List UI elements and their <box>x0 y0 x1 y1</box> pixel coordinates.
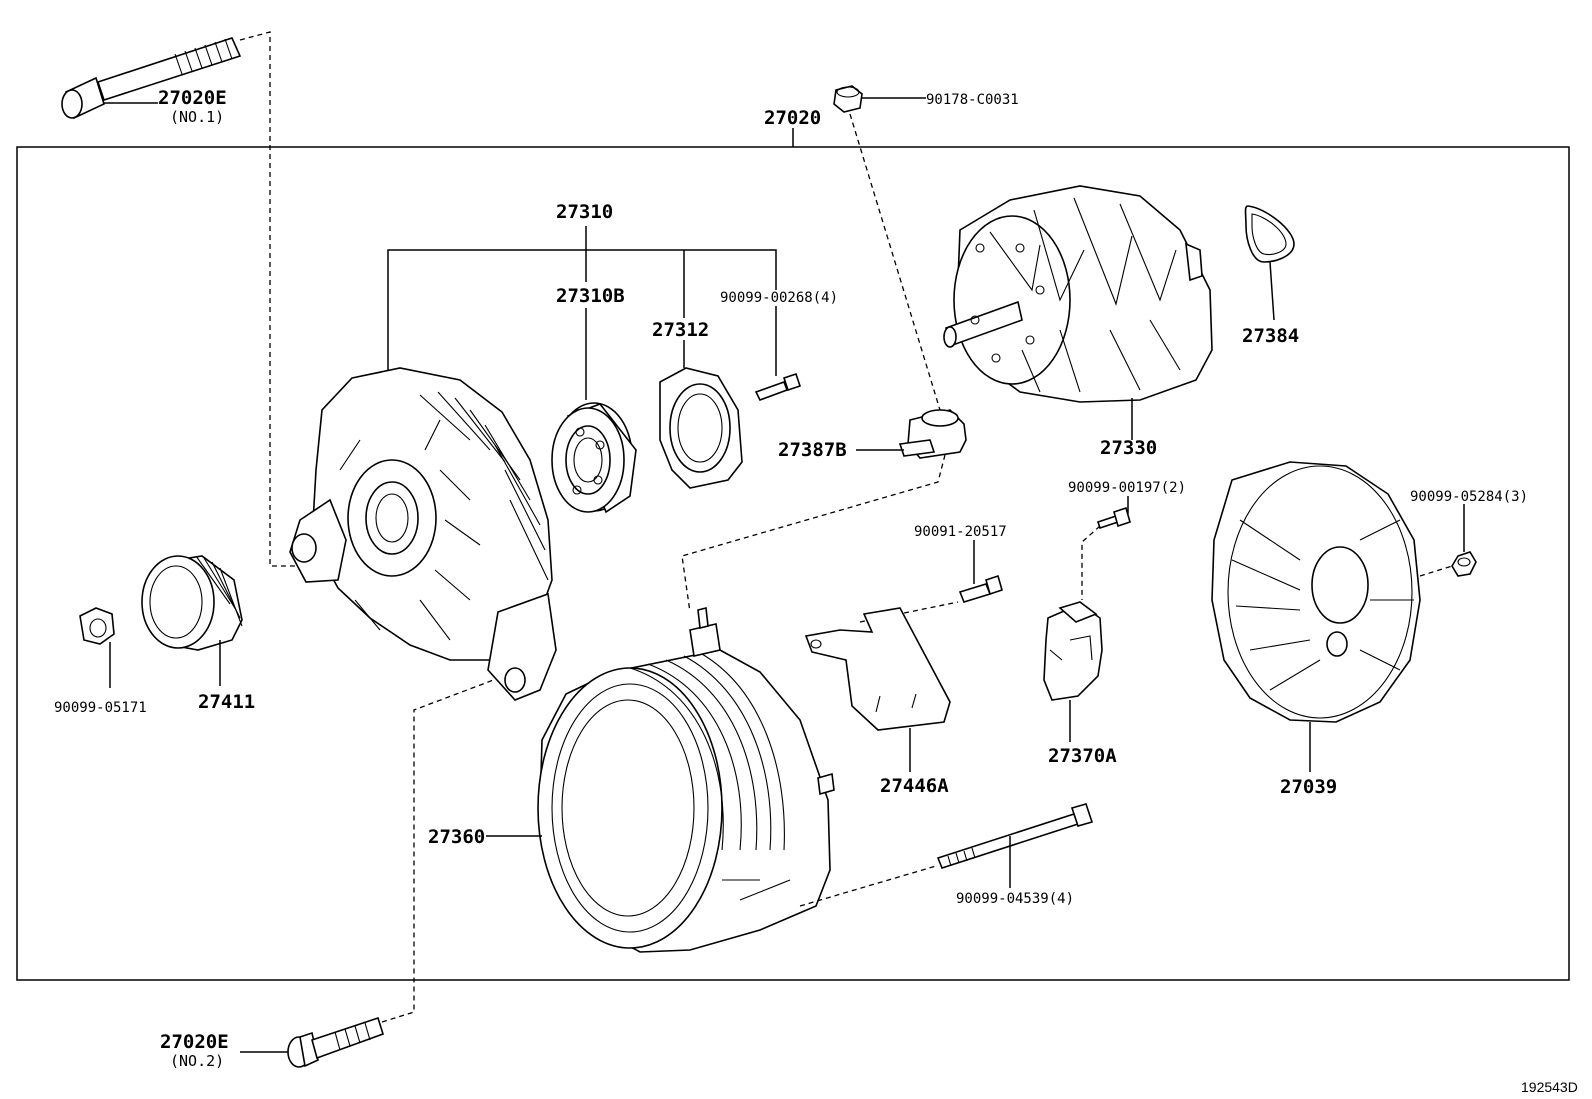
label-90099-00197: 90099-00197(2) <box>1068 480 1186 496</box>
label-27446a: 27446A <box>880 775 949 797</box>
label-27020e-no1-sub: (NO.1) <box>170 108 224 126</box>
terminal-27387b[interactable] <box>898 409 967 459</box>
screw-90091-20517[interactable] <box>958 574 1003 603</box>
label-27310: 27310 <box>556 201 613 223</box>
label-27020e-no2: 27020E <box>160 1031 229 1053</box>
bearing-27310b[interactable] <box>551 402 637 514</box>
nut-90099-05171[interactable] <box>79 607 115 645</box>
label-27020e-no1: 27020E <box>158 87 227 109</box>
label-27020e-no2-sub: (NO.2) <box>170 1052 224 1070</box>
label-27370a: 27370A <box>1048 745 1117 767</box>
label-27020: 27020 <box>764 107 821 129</box>
label-27387b: 27387B <box>778 439 847 461</box>
label-27039: 27039 <box>1280 776 1337 798</box>
nut-90099-05284[interactable] <box>1451 551 1477 577</box>
label-90091-20517: 90091-20517 <box>914 524 1007 540</box>
rotor-27330[interactable] <box>943 185 1213 403</box>
screw-90099-00197[interactable] <box>1096 506 1131 530</box>
pulley-27411[interactable] <box>141 555 243 651</box>
label-90099-00268: 90099-00268(4) <box>720 290 838 306</box>
drive-end-frame-27310[interactable] <box>289 367 557 701</box>
label-90178-c0031: 90178-C0031 <box>926 92 1019 108</box>
bolt-27020e-no1[interactable] <box>61 37 242 120</box>
label-90099-04539: 90099-04539(4) <box>956 891 1074 907</box>
bolt-27020e-no2[interactable] <box>287 1016 384 1068</box>
label-27312: 27312 <box>652 319 709 341</box>
label-27330: 27330 <box>1100 437 1157 459</box>
rear-end-frame-27039[interactable] <box>1211 461 1421 723</box>
diagram-code: 192543D <box>1521 1079 1578 1095</box>
ring-27384[interactable] <box>1244 205 1295 263</box>
label-27384: 27384 <box>1242 325 1299 347</box>
nut-90178-c0031[interactable] <box>833 85 863 113</box>
label-90099-05284: 90099-05284(3) <box>1410 489 1528 505</box>
stator-27360[interactable] <box>537 607 835 953</box>
through-bolt-90099-04539[interactable] <box>936 803 1094 869</box>
label-27360: 27360 <box>428 826 485 848</box>
label-90099-05171: 90099-05171 <box>54 700 147 716</box>
brush-holder-27370a[interactable] <box>1043 601 1103 701</box>
bracket-27446a[interactable] <box>804 607 951 731</box>
retainer-plate-27312[interactable] <box>659 367 743 489</box>
label-27310b: 27310B <box>556 285 625 307</box>
screw-90099-00268[interactable] <box>754 372 802 401</box>
label-27411: 27411 <box>198 691 255 713</box>
